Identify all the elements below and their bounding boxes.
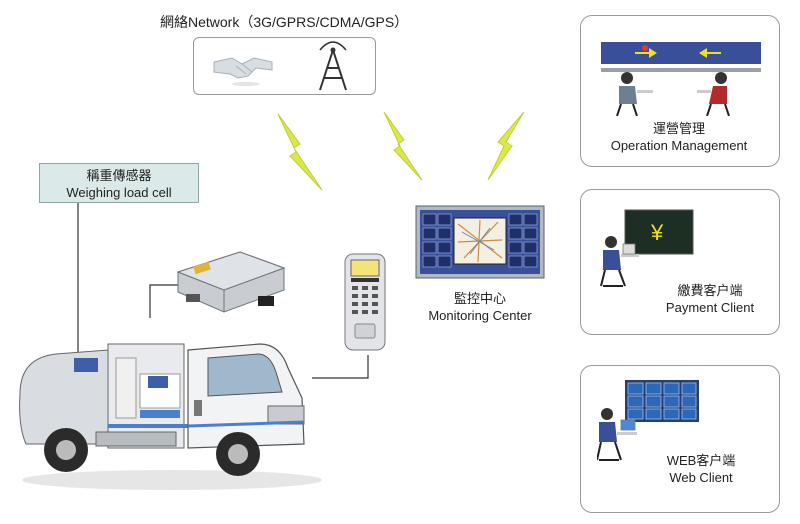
load-cell-device-icon <box>176 251 286 313</box>
operation-management-label-zh: 運營管理 <box>652 121 705 136</box>
payment-client-caption: 繳費客户端 Payment Client <box>643 282 777 316</box>
load-cell-label-zh: 稱重傳感器 <box>86 168 152 183</box>
network-box <box>193 37 376 95</box>
web-client-box: WEB客户端 Web Client <box>580 365 780 513</box>
monitoring-center-caption: 監控中心 Monitoring Center <box>400 290 560 324</box>
handheld-terminal-icon <box>344 253 386 351</box>
payment-client-label-zh: 繳費客户端 <box>677 283 743 298</box>
garbage-truck-icon <box>19 343 322 490</box>
load-cell-label: 稱重傳感器 Weighing load cell <box>39 163 199 203</box>
handshake-icon <box>213 57 273 86</box>
monitoring-center-label-en: Monitoring Center <box>428 308 532 323</box>
operation-management-box: 運營管理 Operation Management <box>580 15 780 167</box>
monitoring-wall-icon <box>415 205 545 279</box>
network-label: 網絡Network（3G/GPRS/CDMA/GPS） <box>160 14 409 30</box>
yuan-symbol: ¥ <box>650 220 664 245</box>
lightning-icon <box>383 111 423 181</box>
lightning-icon <box>277 113 323 191</box>
radio-tower-icon <box>319 41 347 91</box>
web-client-caption: WEB客户端 Web Client <box>621 452 781 486</box>
monitoring-center-label-zh: 監控中心 <box>453 291 506 306</box>
operation-management-caption: 運營管理 Operation Management <box>581 120 777 154</box>
web-client-label-zh: WEB客户端 <box>666 453 736 468</box>
lightning-icon <box>487 111 525 181</box>
operation-management-icon <box>601 42 761 116</box>
payment-client-box: ¥ 繳費客户端 Payment Client <box>580 189 780 335</box>
web-client-icon <box>597 380 699 461</box>
payment-client-icon: ¥ <box>600 209 694 287</box>
operation-management-label-en: Operation Management <box>610 138 748 153</box>
payment-client-label-en: Payment Client <box>665 300 755 315</box>
load-cell-label-en: Weighing load cell <box>66 185 172 200</box>
web-client-label-en: Web Client <box>669 470 733 485</box>
